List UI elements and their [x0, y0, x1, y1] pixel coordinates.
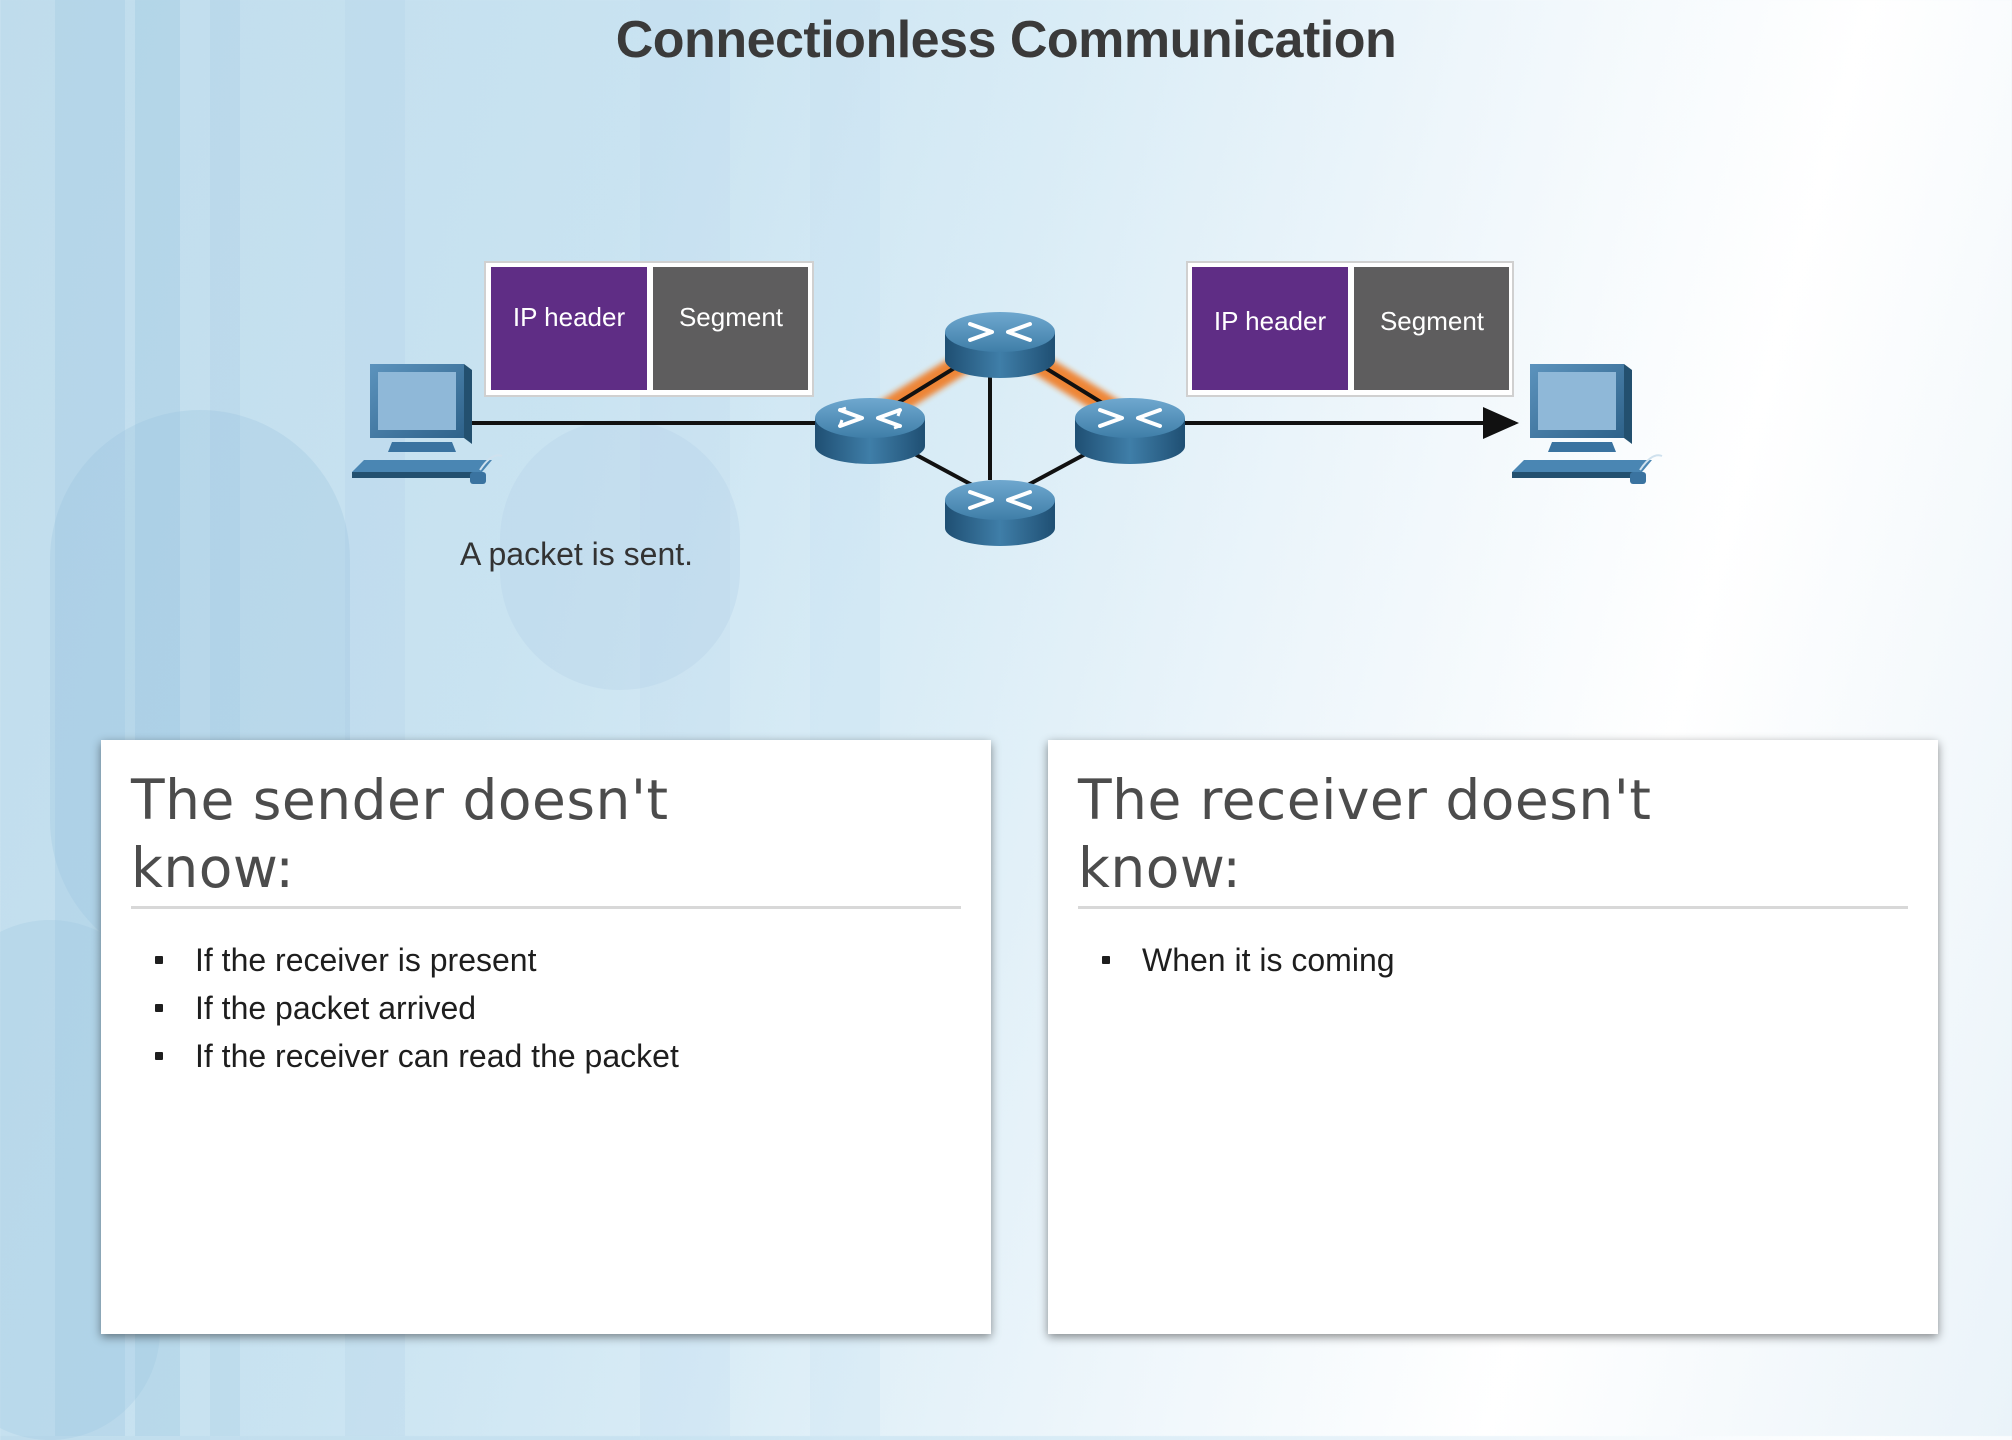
page-title: Connectionless Communication [615, 11, 1397, 69]
router-bottom-icon [945, 480, 1055, 546]
bullet-icon [155, 1052, 163, 1060]
list-item-text: When it is coming [1142, 942, 1395, 978]
bullet-icon [155, 956, 163, 964]
router-left-icon [815, 398, 925, 464]
sender-card-heading-line1: The sender doesn't [131, 768, 669, 832]
sender-card-heading-line2: know: [131, 836, 295, 900]
receiver-card-heading: The receiver doesn't know: [1078, 766, 1678, 902]
list-item-text: If the receiver can read the packet [195, 1038, 679, 1074]
list-item-text: If the receiver is present [195, 942, 537, 978]
sender-card-divider [131, 906, 961, 909]
list-item: If the receiver can read the packet [131, 1032, 679, 1080]
list-item: When it is coming [1078, 936, 1395, 984]
packet-left: IP header Segment [484, 261, 814, 397]
packet-right: IP header Segment [1186, 261, 1514, 397]
packet-left-ip-header-label: IP header [513, 302, 626, 332]
router-right-icon [1075, 398, 1185, 464]
packet-right-ip-header [1192, 267, 1348, 390]
list-item: If the packet arrived [131, 984, 679, 1032]
bullet-icon [1102, 956, 1110, 964]
sender-computer-icon [352, 364, 503, 484]
receiver-card-heading-line1: The receiver doesn't [1078, 768, 1652, 832]
packet-left-segment-label: Segment [679, 302, 784, 332]
packet-right-ip-header-label: IP header [1214, 306, 1327, 336]
sender-card-list: If the receiver is present If the packet… [131, 936, 679, 1080]
network-diagram: IP header Segment IP header Segment [352, 261, 1663, 546]
receiver-card-divider [1078, 906, 1908, 909]
sender-card: The sender doesn't know: If the receiver… [101, 740, 991, 1334]
packet-left-segment [653, 267, 808, 390]
bullet-icon [155, 1004, 163, 1012]
receiver-card-list: When it is coming [1078, 936, 1395, 984]
receiver-card-heading-line2: know: [1078, 836, 1242, 900]
packet-right-segment [1354, 267, 1509, 390]
list-item: If the receiver is present [131, 936, 679, 984]
router-top-icon [945, 312, 1055, 378]
packet-left-ip-header [491, 267, 647, 390]
sender-card-heading: The sender doesn't know: [131, 766, 731, 902]
receiver-card: The receiver doesn't know: When it is co… [1048, 740, 1938, 1334]
receiver-computer-icon [1512, 364, 1663, 484]
packet-right-segment-label: Segment [1380, 306, 1485, 336]
list-item-text: If the packet arrived [195, 990, 477, 1026]
diagram-caption: A packet is sent. [460, 536, 694, 572]
